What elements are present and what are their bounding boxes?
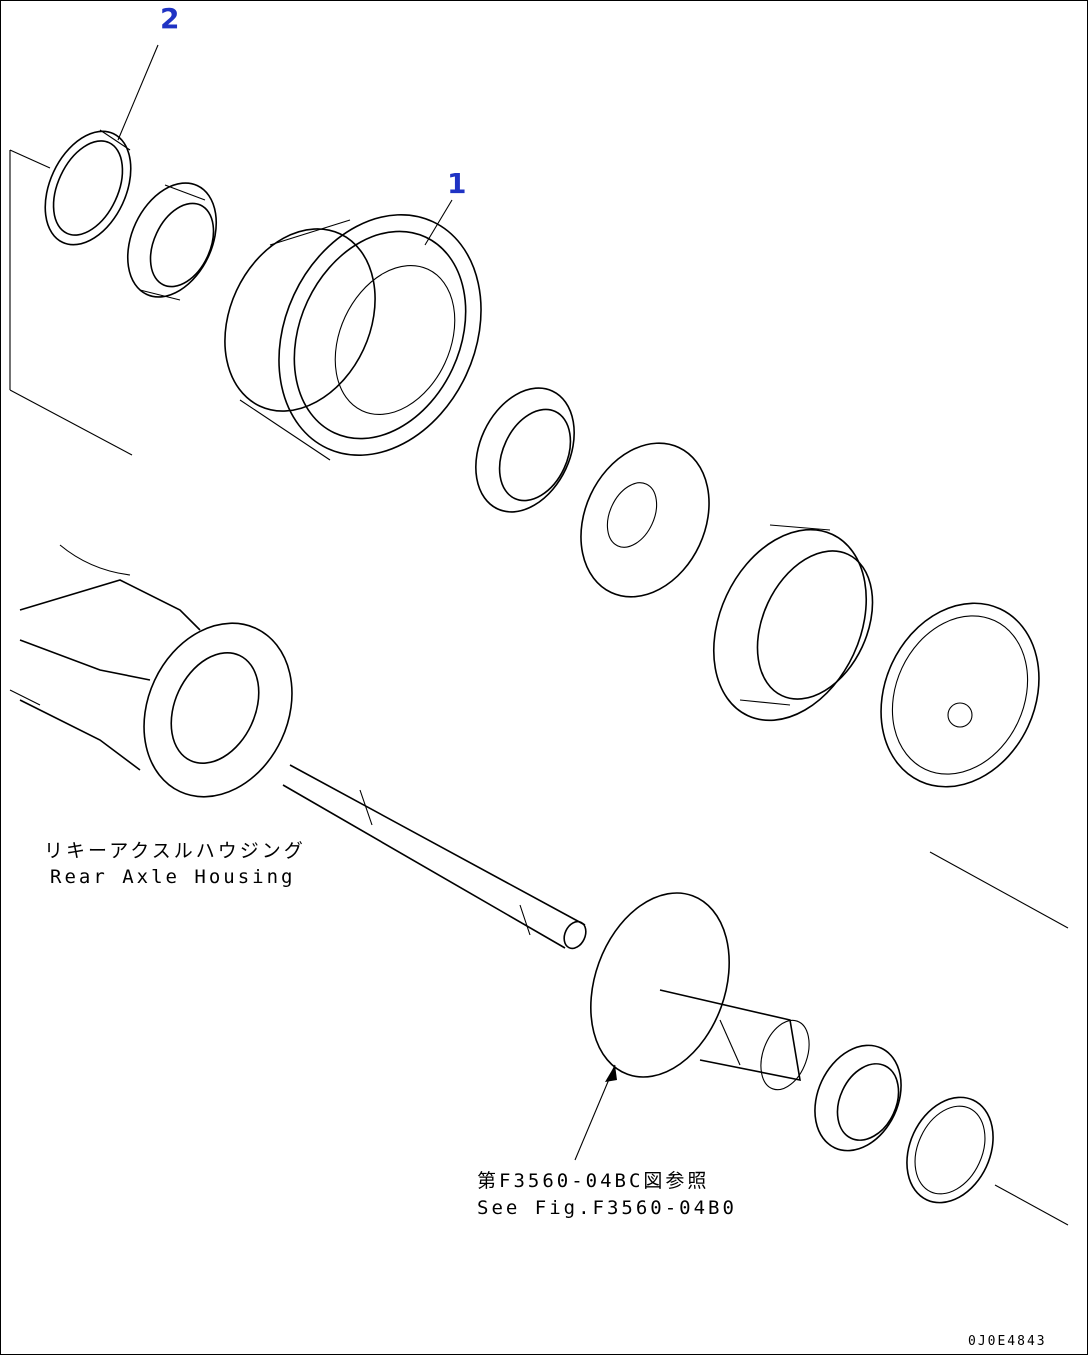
reference-note-en: See Fig.F3560-04B0 [477,1197,737,1219]
leader-line-part-2 [117,44,159,141]
seal-lower [906,1096,994,1204]
left-boundary-lines [9,149,133,456]
housing-label-jp: リキーアクスルハウジング [44,840,306,862]
carrier-plate [580,442,710,598]
axle-shaft [282,764,587,950]
housing-label-en: Rear Axle Housing [50,866,296,888]
ring-gear [712,524,874,722]
leader-line-part-1 [424,199,453,246]
wheel-hub [590,892,810,1091]
bearing-middle [475,387,575,513]
callout-part-2[interactable]: 2 [160,2,180,35]
callout-part-1[interactable]: 1 [447,167,467,200]
right-boundary-lines [929,851,1069,1226]
planet-sprocket [880,602,1040,788]
seal-ring-part-2 [44,129,132,246]
figure-id: 0J0E4843 [968,1334,1047,1349]
bearing-upper [126,182,218,301]
rear-axle-housing [9,544,293,798]
leader-arrowhead [605,1065,617,1082]
hub-part-1 [224,214,482,461]
reference-note-jp: 第F3560-04BC図参照 [477,1170,710,1192]
bearing-lower [814,1044,902,1152]
